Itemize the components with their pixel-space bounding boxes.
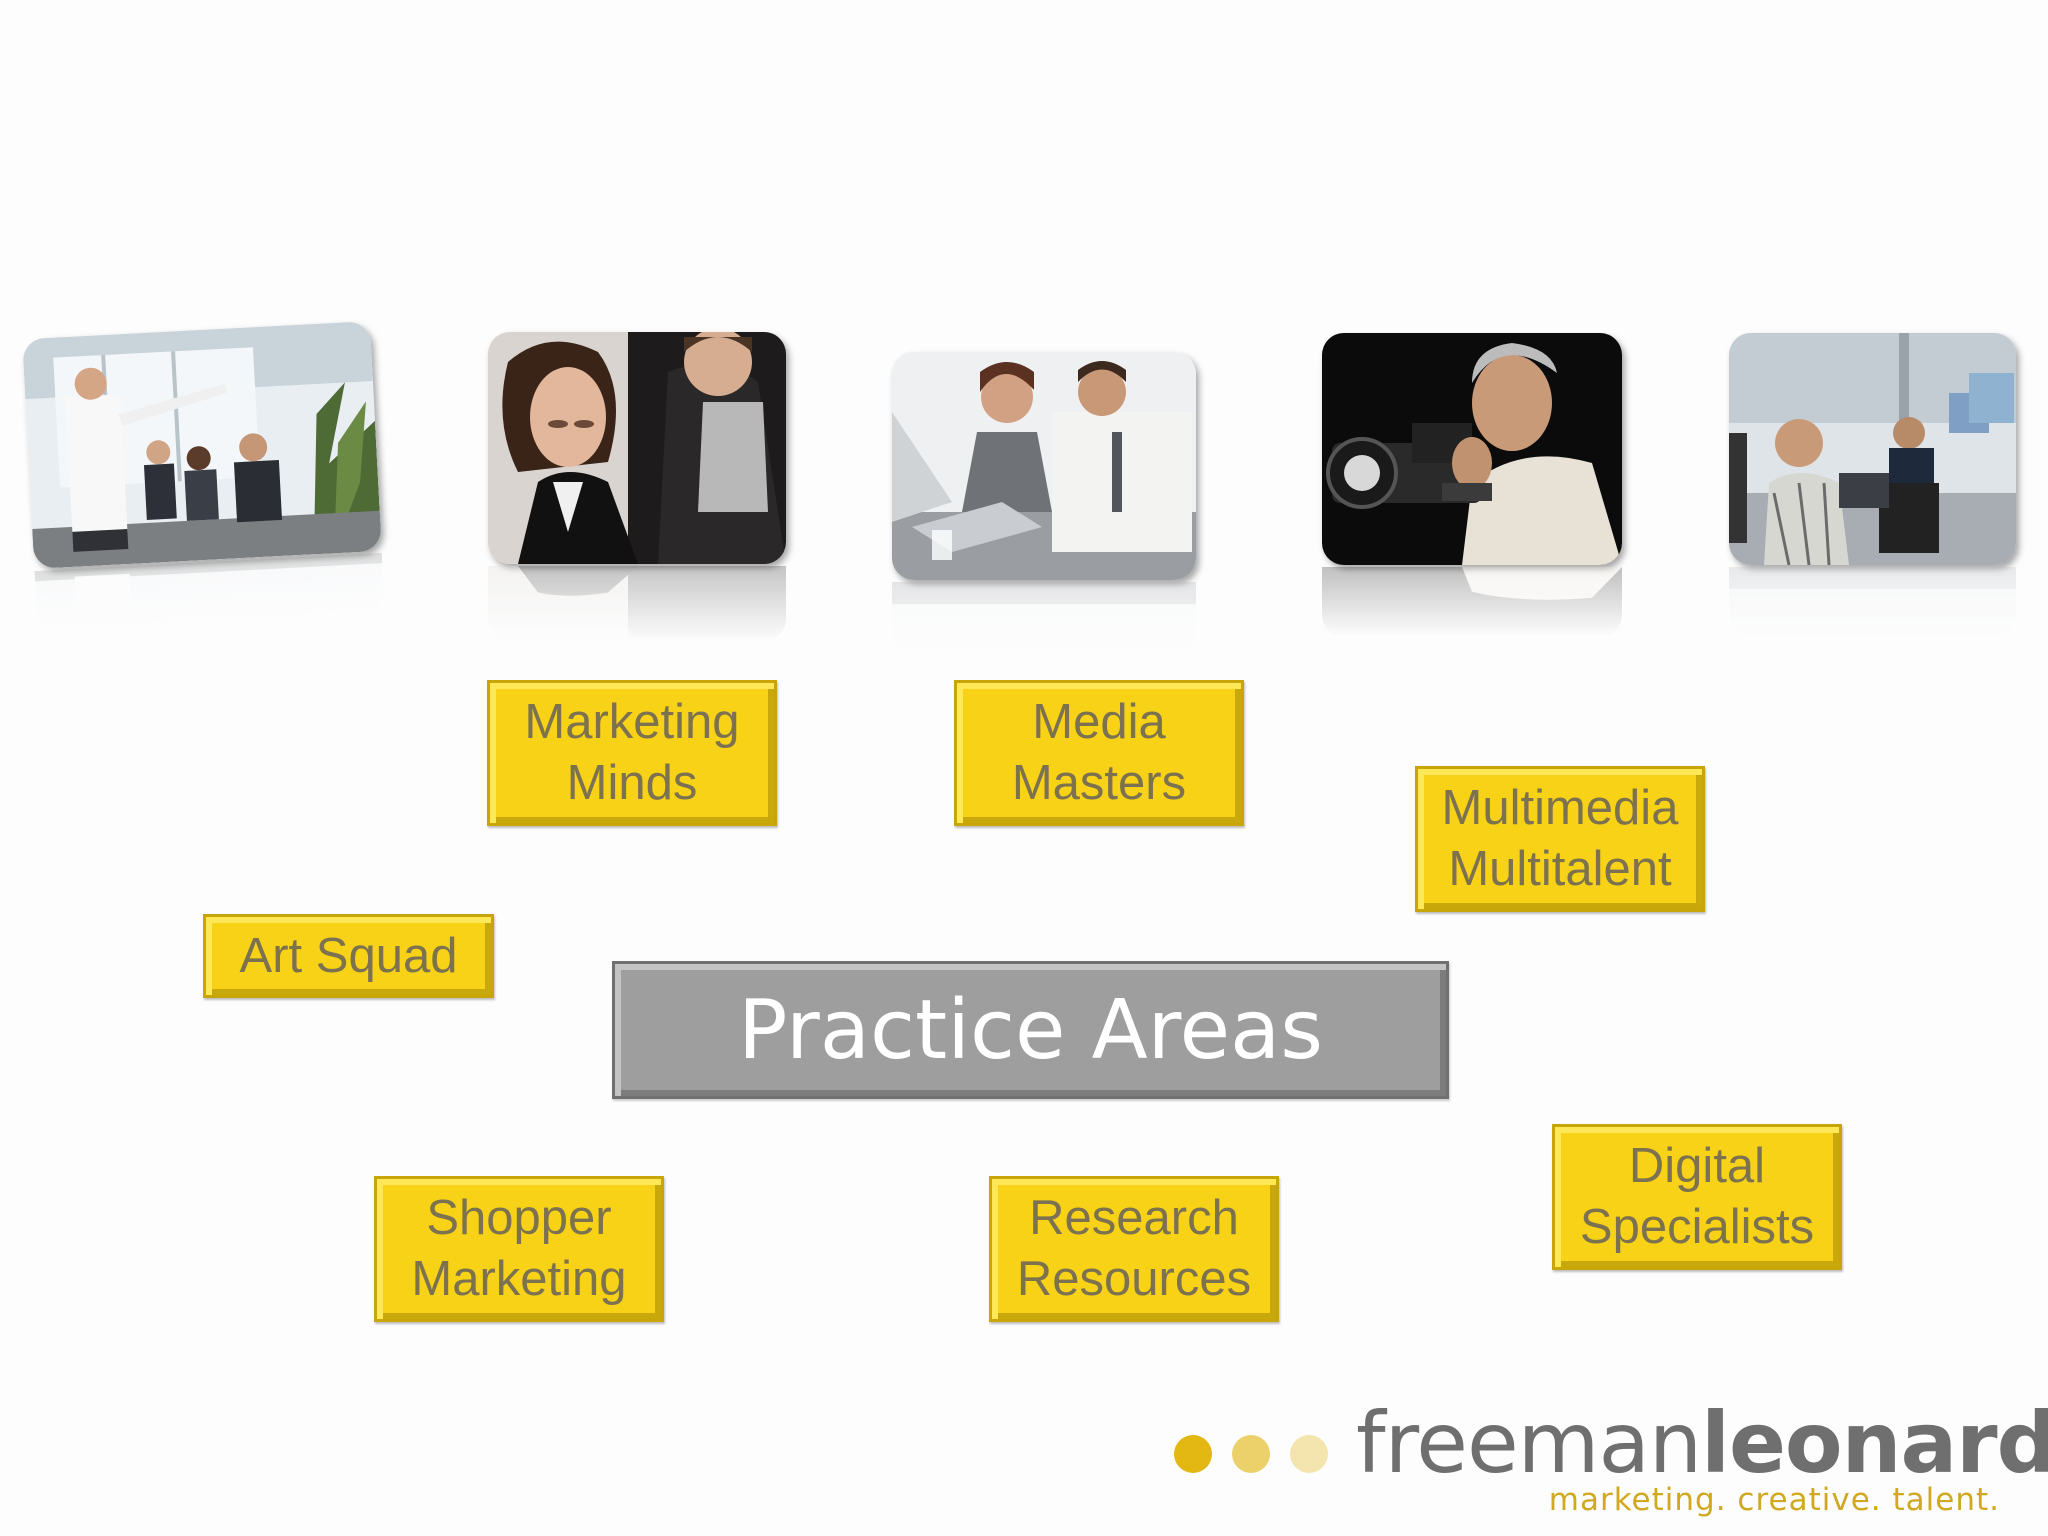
practice-box-label-line: Masters (1011, 756, 1187, 810)
practice-box-research-resources[interactable]: Research Resources (989, 1176, 1279, 1322)
practice-box-label-line: Art Squad (239, 928, 458, 983)
practice-box-label-line: Specialists (1579, 1200, 1815, 1254)
practice-box-shopper-marketing[interactable]: Shopper Marketing (374, 1176, 664, 1322)
businesswoman-collaborating-photo (488, 332, 786, 564)
practice-box-media-masters[interactable]: Media Masters (954, 680, 1244, 826)
photo-colleagues (892, 352, 1196, 657)
photo-reflection (34, 552, 386, 631)
logo-wordmark: freemanleonard (1356, 1394, 2048, 1492)
logo-dot-icon (1232, 1435, 1270, 1473)
presentation-meeting-photo (22, 321, 382, 569)
practice-areas-title: Practice Areas (737, 982, 1323, 1078)
practice-box-label-line: Multimedia (1441, 781, 1679, 835)
photo-businesswoman (488, 332, 786, 641)
practice-box-multimedia-multitalent[interactable]: Multimedia Multitalent (1415, 766, 1705, 912)
photo-office (1729, 333, 2016, 637)
practice-box-label-line: Marketing (524, 695, 740, 749)
practice-box-marketing-minds[interactable]: Marketing Minds (487, 680, 777, 826)
practice-areas-title-box: Practice Areas (612, 961, 1449, 1099)
freemanleonard-logo: freemanleonard marketing. creative. tale… (1170, 1394, 2048, 1520)
practice-box-label-line: Marketing (411, 1252, 627, 1306)
practice-box-label-line: Minds (566, 756, 698, 810)
cameraman-photo (1322, 333, 1622, 565)
practice-box-label-line: Research (1029, 1191, 1239, 1245)
logo-tagline: marketing. creative. talent. (1548, 1482, 2000, 1518)
photo-reflection (892, 582, 1196, 657)
practice-box-label-line: Multitalent (1448, 842, 1672, 896)
logo-dot-icon (1174, 1435, 1212, 1473)
practice-box-label-line: Shopper (426, 1191, 612, 1245)
practice-box-label-line: Digital (1628, 1139, 1766, 1193)
practice-box-label-line: Resources (1016, 1252, 1252, 1306)
practice-box-digital-specialists[interactable]: Digital Specialists (1552, 1124, 1842, 1270)
photo-cameraman (1322, 333, 1622, 637)
practice-box-art-squad[interactable]: Art Squad (203, 914, 494, 998)
photo-reflection (1322, 567, 1622, 637)
photo-reflection (488, 566, 786, 641)
logo-word-light: freeman (1356, 1394, 1702, 1492)
logo-word-bold: leonard (1701, 1394, 2048, 1492)
photo-presentation-meeting (22, 321, 386, 631)
photo-reflection (1729, 567, 2016, 637)
colleagues-at-laptop-photo (892, 352, 1196, 580)
office-workers-computers-photo (1729, 333, 2016, 565)
practice-box-label-line: Media (1032, 695, 1166, 749)
logo-dot-icon (1290, 1435, 1328, 1473)
